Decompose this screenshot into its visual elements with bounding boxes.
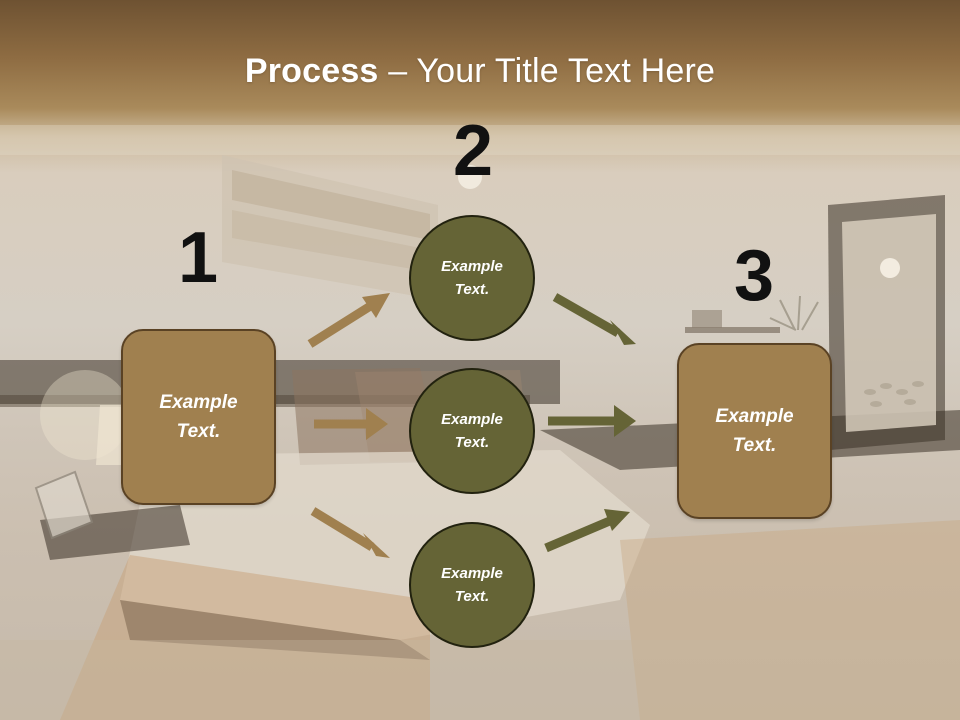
arrow-2-top-to-3 (552, 293, 636, 345)
arrow-1-to-2-middle (314, 408, 388, 440)
slide-title: Process – Your Title Text Here (0, 52, 960, 91)
title-rest-part: – Your Title Text Here (378, 52, 716, 90)
arrow-1-to-2-top (307, 293, 390, 348)
step-number-2: 2 (452, 111, 494, 191)
arrow-2-bottom-to-3 (544, 509, 630, 553)
step-number-3: 3 (733, 236, 775, 316)
step-number-1: 1 (177, 218, 219, 298)
arrow-1-to-2-bottom (310, 507, 390, 558)
title-bold-part: Process (244, 52, 379, 90)
arrow-2-middle-to-3 (548, 405, 636, 437)
